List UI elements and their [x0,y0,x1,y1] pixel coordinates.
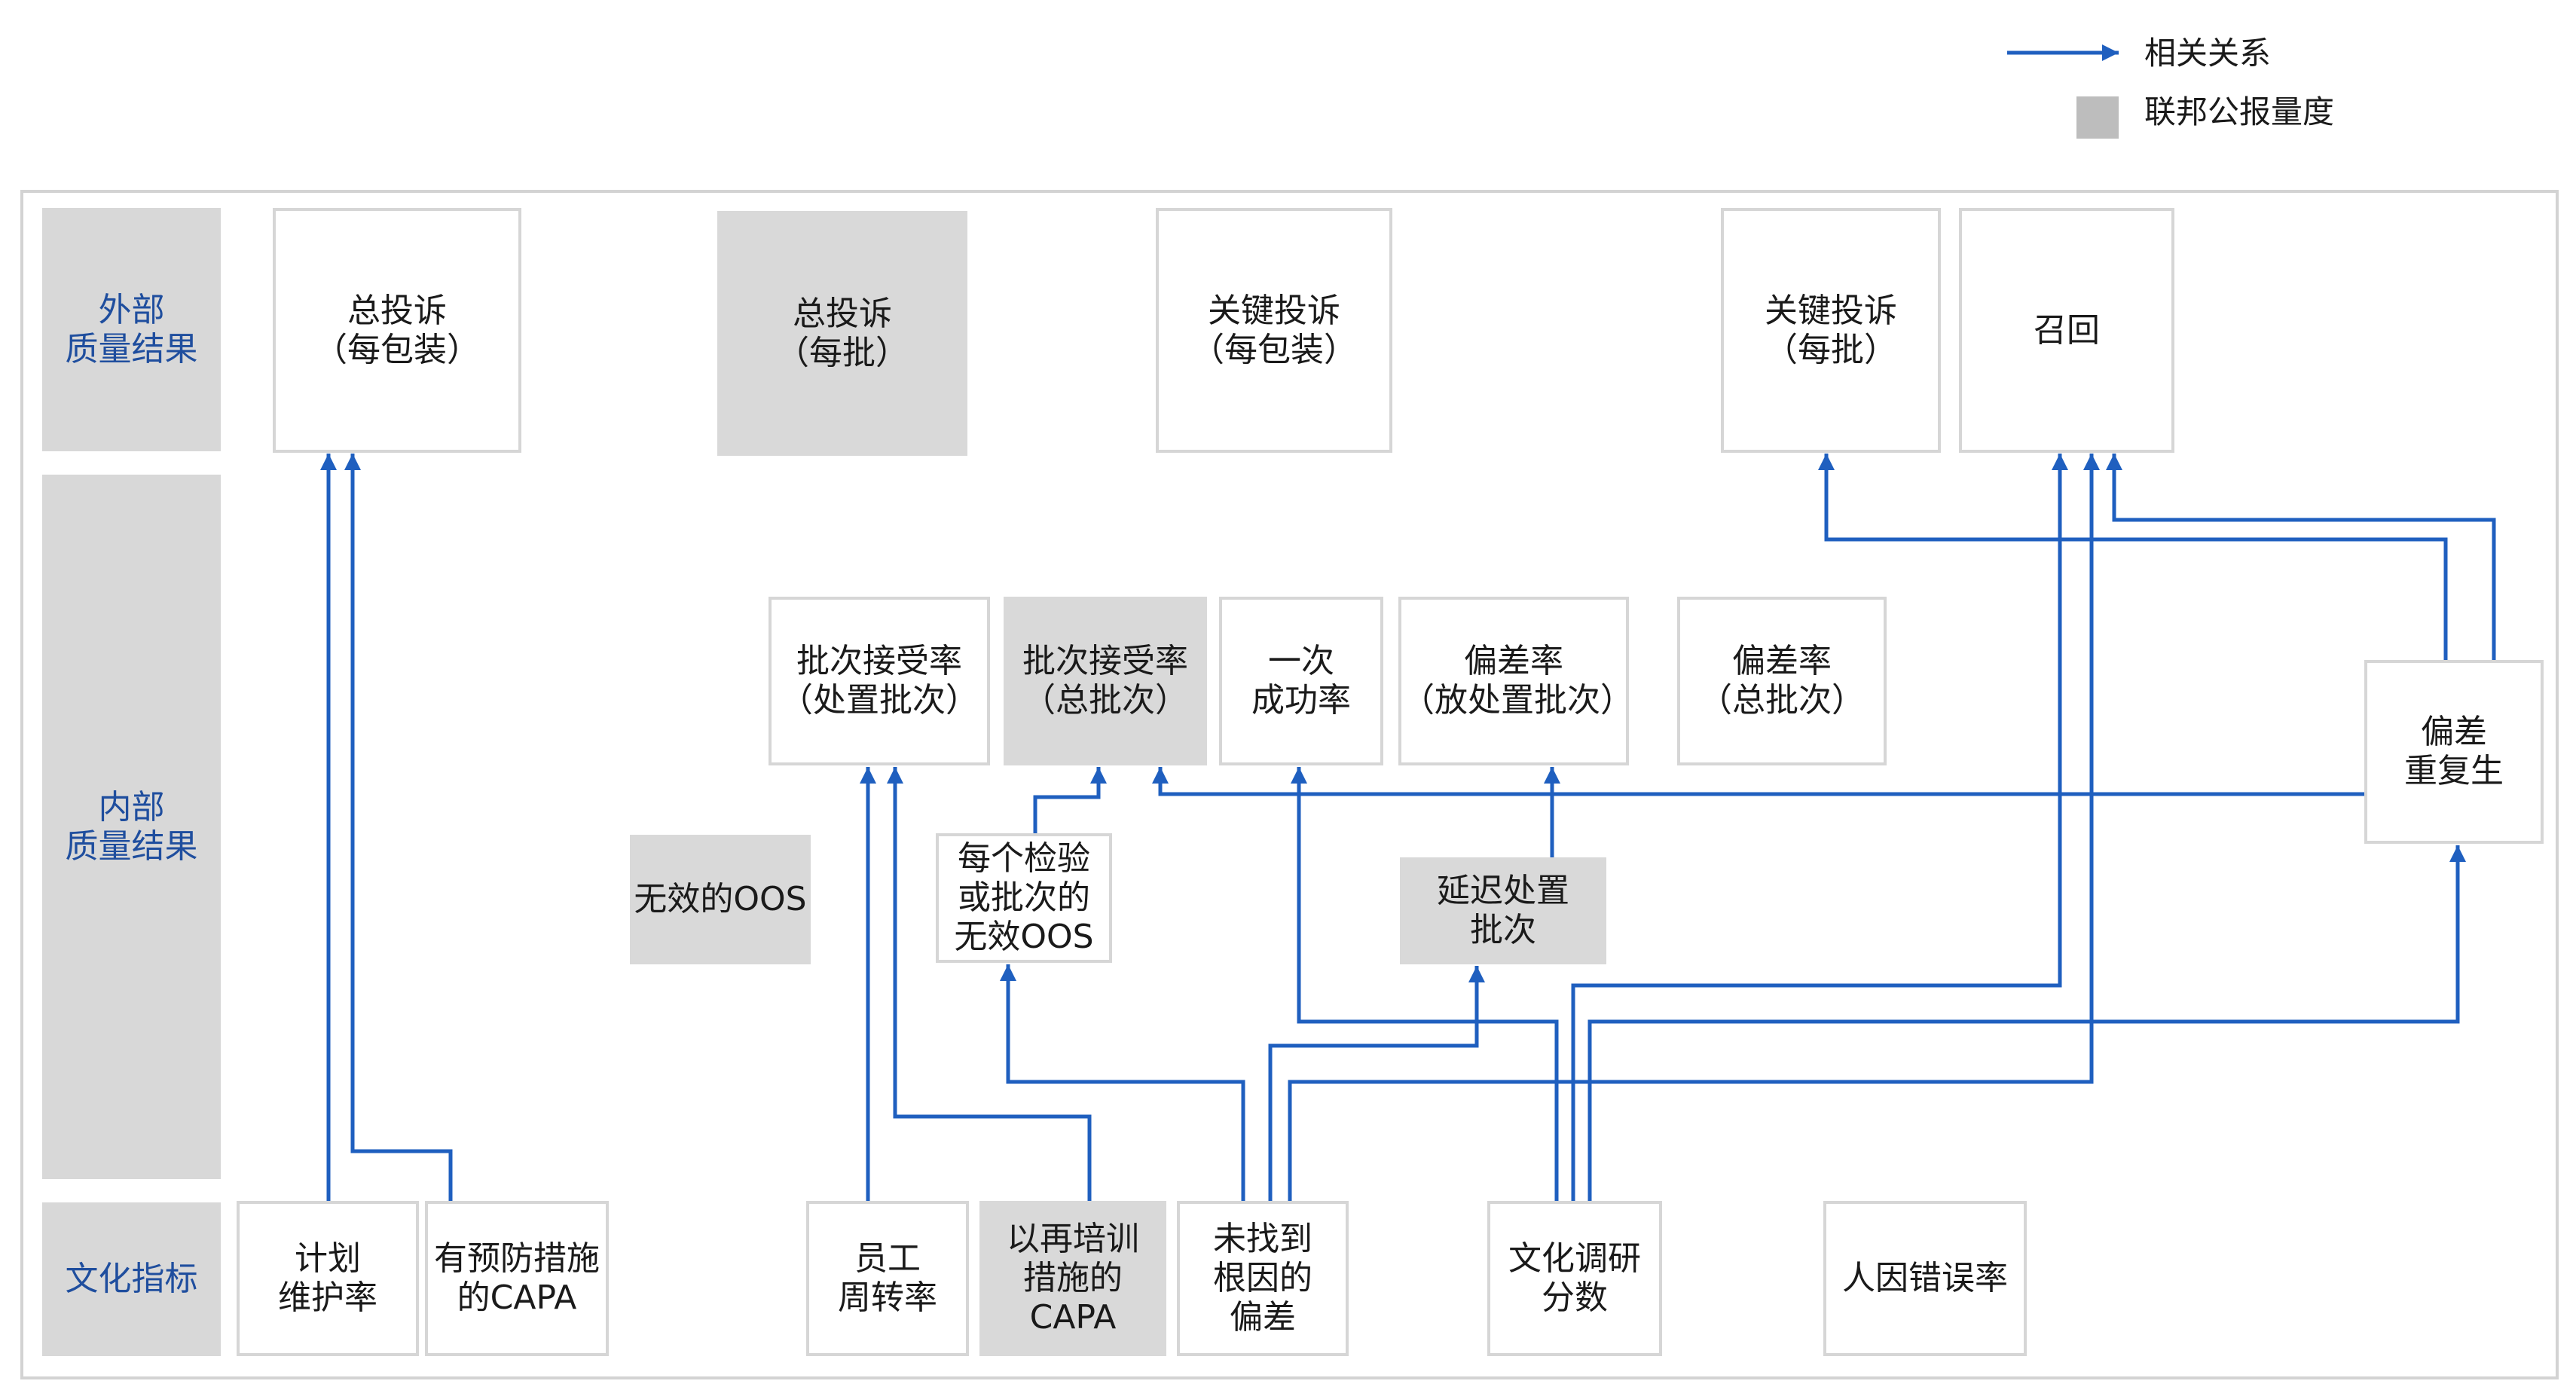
conn-no-root-cause-to-delayed [1268,966,1479,1201]
conn-survey-to-first-pass [1297,767,1559,1201]
box-retraining-capa: 以再培训 措施的 CAPA [979,1201,1166,1356]
box-total-complaints-pack: 总投诉 （每包装） [273,208,521,453]
box-critical-complaints-pack: 关键投诉 （每包装） [1156,208,1392,453]
legend-arrow-line-head [2102,44,2119,61]
conn-retraining-to-lot-acceptance-head [887,767,903,784]
box-invalid-oos-per-test: 每个检验 或批次的 无效OOS [936,833,1112,963]
conn-survey-to-recall [1571,454,2062,1201]
conn-delayed-to-deviation-rate-head [1544,767,1560,784]
row-label-external: 外部 质量结果 [42,208,221,451]
box-deviation-rate-disposed: 偏差率 （放处置批次） [1398,597,1633,765]
conn-recurrence-to-lot-acceptance-total-head [1152,767,1169,784]
box-culture-survey: 文化调研 分数 [1487,1201,1662,1356]
diagram-frame [20,190,2559,1379]
box-preventive-capa: 有预防措施 的CAPA [425,1201,609,1356]
conn-survey-to-first-pass-head [1291,767,1307,784]
conn-no-root-cause-to-recall [1288,454,2094,1201]
legend-reported-swatch [2076,96,2119,139]
conn-maintenance-to-complaints-head [320,454,337,470]
conn-oos-to-lot-acceptance-total [1033,767,1101,833]
conn-survey-to-recurrence-head [2449,845,2466,862]
box-invalid-oos: 无效的OOS [630,835,811,964]
row-label-culture: 文化指标 [42,1202,221,1356]
conn-survey-to-recall-head [2052,454,2068,470]
box-total-complaints-batch: 总投诉 （每批） [717,211,967,456]
box-recall: 召回 [1959,208,2174,453]
box-delayed-disposition: 延迟处置 批次 [1400,857,1606,964]
legend-relation-label: 相关关系 [2144,35,2272,72]
conn-no-root-cause-to-delayed-head [1468,966,1485,982]
conn-recurrence-to-recall-head [2106,454,2122,470]
conn-recurrence-to-critical-batch-head [1818,454,1835,470]
conn-oos-to-lot-acceptance-total-head [1090,767,1107,784]
box-deviation-rate-total: 偏差率 （总批次） [1677,597,1887,765]
conn-retraining-to-lot-acceptance [893,767,1092,1201]
box-lot-acceptance-total: 批次接受率 （总批次） [1004,597,1207,765]
box-critical-complaints-batch: 关键投诉 （每批） [1721,208,1941,453]
box-first-pass-yield: 一次 成功率 [1219,597,1383,765]
legend-reported-label: 联邦公报量度 [2144,93,2335,130]
row-label-internal: 内部 质量结果 [42,475,221,1179]
box-no-root-cause: 未找到 根因的 偏差 [1177,1201,1349,1356]
box-lot-acceptance-disposed: 批次接受率 （处置批次） [769,597,990,765]
conn-recurrence-to-recall [2112,454,2496,660]
conn-recurrence-to-lot-acceptance-total [1158,767,2364,796]
box-employee-turnover: 员工 周转率 [806,1201,969,1356]
conn-capa-to-complaints [350,454,453,1201]
legend-arrow [2007,44,2119,61]
conn-survey-to-recurrence [1587,845,2460,1201]
conn-no-root-cause-to-oos-head [1000,964,1016,981]
conn-no-root-cause-to-oos [1006,964,1245,1201]
conn-recurrence-to-critical-batch [1824,454,2448,660]
conn-turnover-to-lot-acceptance-head [860,767,876,784]
box-human-error-rate: 人因错误率 [1823,1201,2027,1356]
box-deviation-recurrence: 偏差 重复生 [2364,660,2544,844]
conn-capa-to-complaints-head [344,454,361,470]
conn-no-root-cause-to-recall-head [2083,454,2100,470]
box-planned-maintenance: 计划 维护率 [237,1201,419,1356]
